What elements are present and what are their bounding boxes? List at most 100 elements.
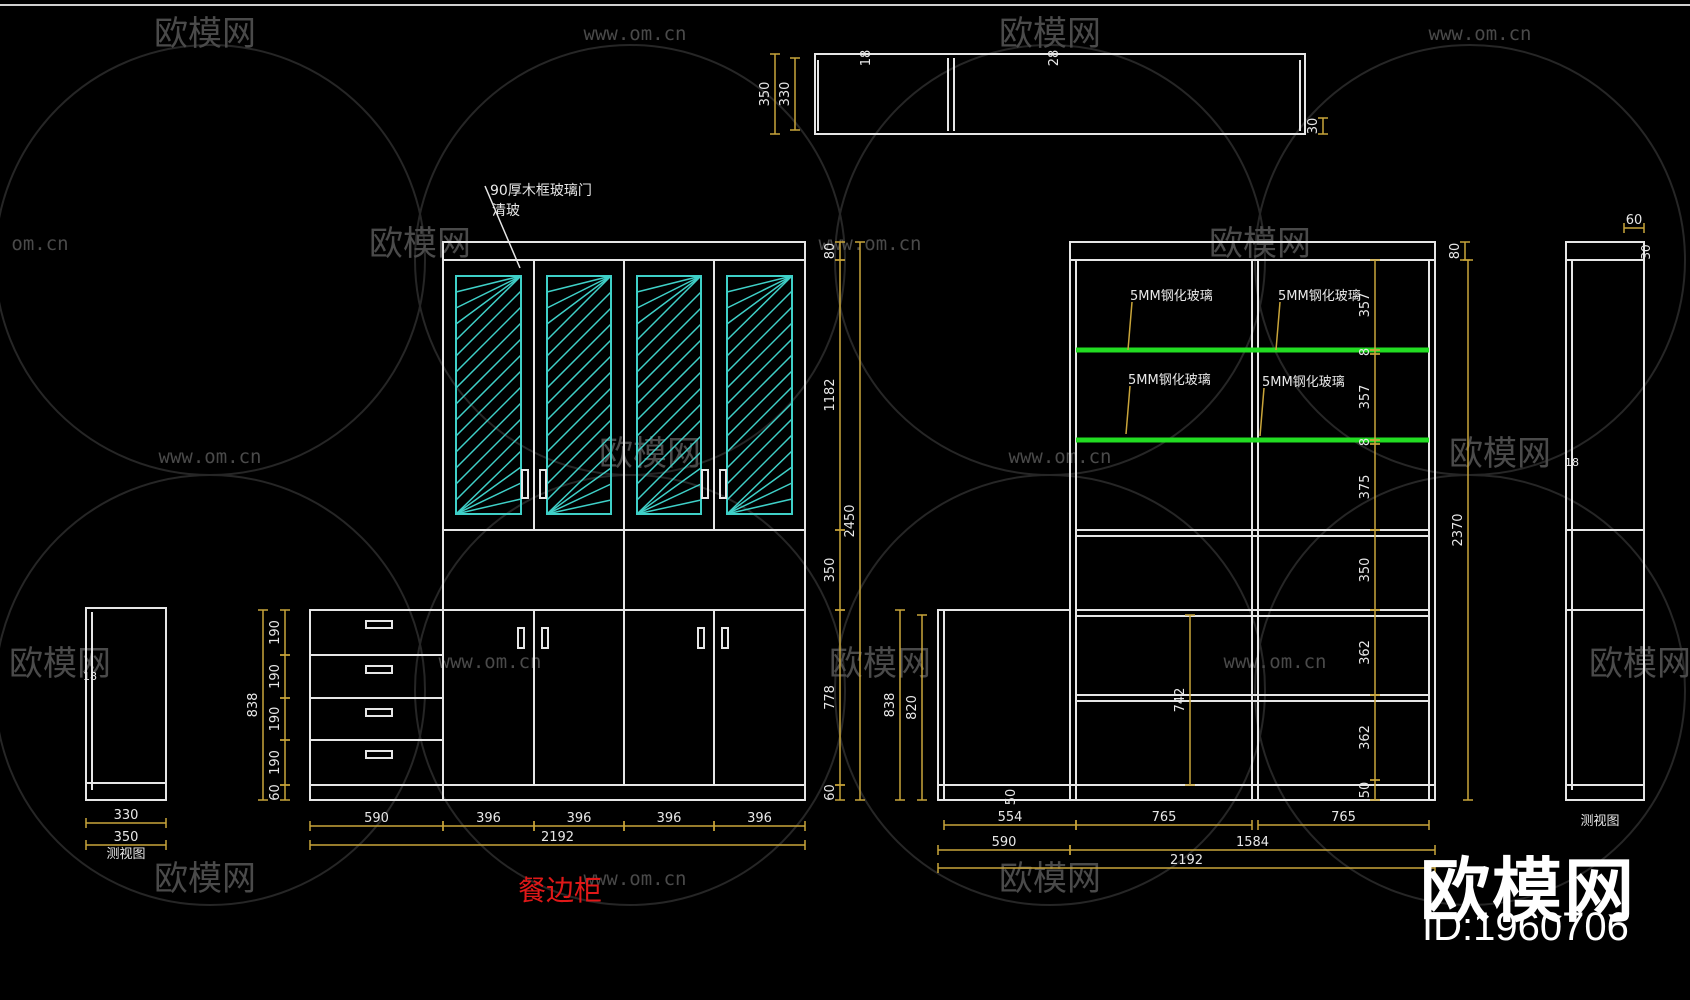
glass-hatch-0-31 (455, 306, 522, 373)
glass-hatch-3-31 (726, 306, 793, 373)
glass-hatch-1-160 (546, 435, 612, 501)
glass-hatch-3-47 (726, 322, 793, 389)
glass-hatch-0-127 (455, 402, 522, 469)
glass-hatch-3-207 (726, 482, 793, 515)
leader-glass-2 (1125, 385, 1131, 435)
label-drawing-title: 餐边柜 (518, 874, 602, 907)
dim-front-ft_778-label: 778 (823, 685, 838, 710)
dim-front-396c-label: 396 (657, 811, 682, 826)
glass-hatch-2-0 (636, 275, 702, 341)
glass-hatch-1-192 (546, 467, 612, 515)
glass-hatch-1-16 (546, 291, 612, 357)
upper-handle-1 (539, 469, 547, 499)
glass-hatch-3-223 (726, 498, 793, 515)
lower-handle-0 (517, 627, 525, 649)
leader-glass-1 (1275, 301, 1281, 351)
glass-hatch-1-128 (546, 403, 612, 469)
drawer-handle-2 (365, 708, 393, 717)
glass-hatch-3--33 (726, 275, 793, 309)
watermark-site-2: www.om.cn (159, 446, 262, 468)
dim-plan-30-label: 30 (1306, 118, 1321, 135)
glass-hatch-1-48 (546, 323, 612, 389)
dim-front-ft_190d-label: 190 (268, 750, 283, 775)
glass-hatch-0-63 (455, 338, 522, 405)
glass-hatch-0-223 (455, 498, 522, 515)
label-door-note-2: 清玻 (492, 203, 520, 219)
left-side-outline (85, 607, 167, 801)
watermark-circle-6 (834, 474, 1266, 906)
dim-left-side-350-label: 350 (114, 830, 139, 845)
glass-hatch-0--1 (455, 275, 522, 341)
leader-glass-0 (1127, 301, 1133, 351)
upper-handle-0 (521, 469, 529, 499)
watermark-brand-9: 欧模网 (154, 859, 256, 899)
glass-hatch-0-79 (455, 354, 522, 421)
drawer-handle-0 (365, 620, 393, 629)
dim-interior-820-label: 820 (905, 695, 920, 720)
dim-interior-in_80-label: 80 (1448, 243, 1463, 260)
glass-hatch-1-144 (546, 419, 612, 485)
dim-interior-in_362a-label: 362 (1358, 640, 1373, 665)
glass-hatch-3--1 (726, 275, 793, 341)
watermark-site-0: www.om.cn (584, 23, 687, 45)
dim-interior-in_8a-label: 8 (1358, 348, 1373, 356)
label-door-note-1: 90厚木框玻璃门 (490, 182, 592, 199)
glass-hatch-1--48 (546, 275, 612, 293)
dim-plan-18: 18 (859, 50, 874, 67)
dim-front-ft_80-label: 80 (823, 243, 838, 260)
glass-hatch-3--17 (726, 275, 793, 325)
dim-right-side-30: 30 (1639, 244, 1653, 259)
glass-hatch-2-128 (636, 403, 702, 469)
lower-handle-3 (721, 627, 729, 649)
glass-hatch-2-144 (636, 419, 702, 485)
watermark-brand-1: 欧模网 (999, 14, 1101, 54)
dim-front-396b-label: 396 (567, 811, 592, 826)
label-side-view-right: 测视图 (1580, 814, 1619, 829)
glass-hatch-2-16 (636, 291, 702, 357)
watermark-site-4: www.om.cn (439, 651, 542, 673)
drawer-handle-3 (365, 750, 393, 759)
dim-front-396a-label: 396 (476, 811, 501, 826)
dim-interior-554-label: 554 (998, 810, 1023, 825)
glass-hatch-0--33 (455, 275, 522, 309)
glass-hatch-2--16 (636, 275, 702, 325)
leader-door-note (484, 185, 521, 269)
watermark-brand-2: 欧模网 (369, 224, 471, 264)
glass-hatch-3-111 (726, 386, 793, 453)
glass-hatch-3-175 (726, 450, 793, 515)
plan-view-outline (814, 53, 1306, 135)
dim-front-2192-label: 2192 (541, 830, 574, 845)
dim-plan-350-label: 350 (758, 82, 773, 107)
glass-hatch-0--17 (455, 275, 522, 325)
watermark-site-3: www.om.cn (1009, 446, 1112, 468)
glass-hatch-3-79 (726, 354, 793, 421)
upper-handle-2 (701, 469, 709, 499)
label-glass-3: 5MM钢化玻璃 (1262, 375, 1345, 390)
glass-hatch-2-32 (636, 307, 702, 373)
dim-interior-1584-label: 1584 (1236, 835, 1269, 850)
glass-hatch-0-111 (455, 386, 522, 453)
glass-hatch-3-95 (726, 370, 793, 437)
label-glass-2: 5MM钢化玻璃 (1128, 373, 1211, 388)
watermark-circle-7 (1254, 474, 1686, 906)
watermark-site-edge-left: om.cn (11, 233, 68, 255)
glass-hatch-3-63 (726, 338, 793, 405)
glass-hatch-2-192 (636, 467, 702, 515)
glass-hatch-1--16 (546, 275, 612, 325)
dim-interior-2192-label: 2192 (1170, 853, 1203, 868)
watermark-brand-6: 欧模网 (9, 644, 111, 684)
interior-side-unit (937, 609, 1071, 801)
glass-hatch-2-160 (636, 435, 702, 501)
glass-hatch-2--32 (636, 275, 702, 309)
dim-interior-590-label: 590 (992, 835, 1017, 850)
glass-hatch-0-15 (455, 290, 522, 357)
dim-interior-765b-label: 765 (1331, 810, 1356, 825)
glass-hatch-2-112 (636, 387, 702, 453)
glass-hatch-0--49 (455, 275, 522, 293)
dim-front-ft_190c-label: 190 (268, 707, 283, 732)
dim-interior-838-label: 838 (883, 693, 898, 718)
dim-front-ft_190a-label: 190 (268, 620, 283, 645)
glass-hatch-0-191 (455, 466, 522, 515)
dim-interior-in_375-label: 375 (1358, 475, 1373, 500)
dim-interior-765a-label: 765 (1152, 810, 1177, 825)
